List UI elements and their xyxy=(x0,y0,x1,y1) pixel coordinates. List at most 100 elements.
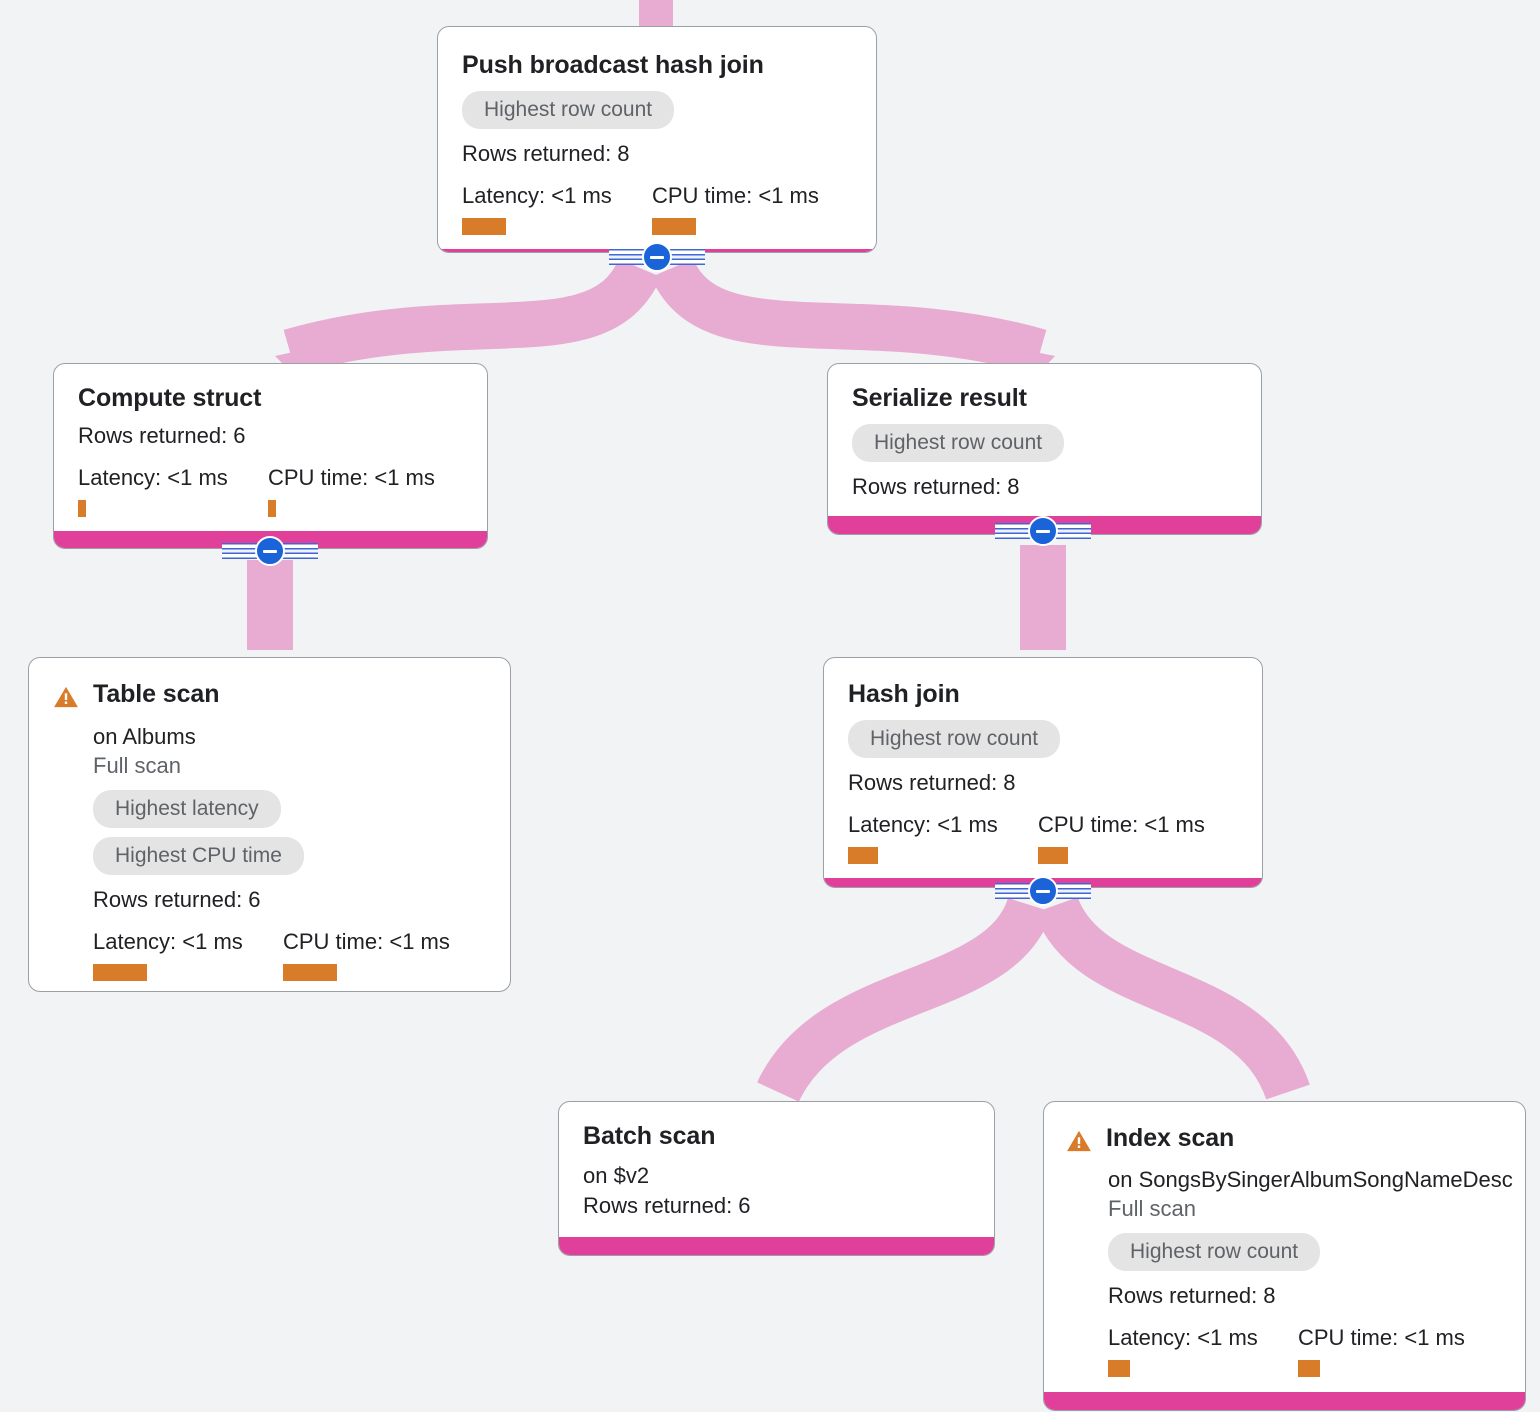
minus-icon[interactable] xyxy=(1028,876,1058,906)
metrics-row: Latency: <1 ms CPU time: <1 ms xyxy=(78,465,463,517)
node-title: Index scan xyxy=(1106,1124,1235,1152)
node-body: Hash join Highest row count Rows returne… xyxy=(824,658,1262,878)
node-body: Push broadcast hash join Highest row cou… xyxy=(438,27,876,249)
warning-icon xyxy=(1066,1128,1092,1154)
node-body: Serialize result Highest row count Rows … xyxy=(828,364,1261,516)
metric-cpu-time: CPU time: <1 ms xyxy=(652,183,819,235)
rows-returned: Rows returned: 8 xyxy=(462,140,630,166)
cpu-time-label: CPU time: <1 ms xyxy=(652,183,819,209)
node-body: Batch scan on $v2 Rows returned: 6 xyxy=(559,1102,994,1237)
metrics-row: Latency: <1 ms CPU time: <1 ms xyxy=(462,183,852,235)
badge-highest-cpu-time: Highest CPU time xyxy=(93,836,304,876)
metrics-row: Latency: <1 ms CPU time: <1 ms xyxy=(93,929,486,981)
plan-node-serialize-result[interactable]: Serialize result Highest row count Rows … xyxy=(827,363,1262,535)
latency-bar xyxy=(1108,1359,1130,1377)
latency-bar xyxy=(78,499,86,517)
badge-highest-row-count: Highest row count xyxy=(852,423,1065,462)
latency-label: Latency: <1 ms xyxy=(1108,1325,1258,1351)
cpu-time-label: CPU time: <1 ms xyxy=(268,465,435,491)
plan-node-batch-scan[interactable]: Batch scan on $v2 Rows returned: 6 xyxy=(558,1101,995,1256)
node-footer-bar xyxy=(29,990,510,991)
latency-label: Latency: <1 ms xyxy=(93,929,243,955)
cpu-time-label: CPU time: <1 ms xyxy=(1038,812,1205,838)
node-body: Table scan on Albums Full scan Highest l… xyxy=(29,658,510,991)
latency-label: Latency: <1 ms xyxy=(78,465,228,491)
badge-highest-row-count: Highest row count xyxy=(1108,1232,1321,1271)
metric-latency: Latency: <1 ms xyxy=(848,812,1038,864)
plan-node-index-scan[interactable]: Index scan on SongsBySingerAlbumSongName… xyxy=(1043,1101,1526,1411)
latency-bar xyxy=(848,846,878,864)
metric-latency: Latency: <1 ms xyxy=(93,929,283,981)
cpu-time-bar xyxy=(652,217,696,235)
badge-highest-latency: Highest latency xyxy=(93,789,281,828)
plan-node-compute-struct[interactable]: Compute struct Rows returned: 6 Latency:… xyxy=(53,363,488,549)
node-title-row: Serialize result xyxy=(852,384,1027,413)
edge-root-to-serialize-result xyxy=(650,257,1047,375)
edge-hash-join-to-index-scan xyxy=(1034,895,1310,1101)
minus-icon[interactable] xyxy=(1028,516,1058,546)
node-title-row: Batch scan xyxy=(583,1122,715,1151)
cpu-time-label: CPU time: <1 ms xyxy=(1298,1325,1465,1351)
node-title: Hash join xyxy=(848,680,960,708)
node-title-row: Table scan xyxy=(53,680,219,710)
rows-returned: Rows returned: 6 xyxy=(78,422,246,448)
cpu-time-bar xyxy=(1038,846,1068,864)
node-title-row: Index scan xyxy=(1066,1124,1234,1154)
node-subtitle: on Albums xyxy=(93,724,196,749)
node-footer-bar xyxy=(1044,1392,1525,1410)
cpu-time-label: CPU time: <1 ms xyxy=(283,929,450,955)
node-body: Index scan on SongsBySingerAlbumSongName… xyxy=(1044,1102,1525,1392)
node-body: Compute struct Rows returned: 6 Latency:… xyxy=(54,364,487,531)
edge-hash-join-to-batch-scan xyxy=(757,896,1052,1103)
node-title-row: Compute struct xyxy=(78,384,261,413)
node-title-row: Hash join xyxy=(848,680,960,709)
metric-cpu-time: CPU time: <1 ms xyxy=(268,465,435,517)
metric-cpu-time: CPU time: <1 ms xyxy=(283,929,450,981)
metrics-row: Latency: <1 ms CPU time: <1 ms xyxy=(848,812,1238,864)
node-detail-group: on SongsBySingerAlbumSongNameDesc Full s… xyxy=(1066,1156,1513,1377)
collapse-toggle-hash-join[interactable] xyxy=(995,876,1091,906)
minus-icon[interactable] xyxy=(642,242,672,272)
metric-cpu-time: CPU time: <1 ms xyxy=(1038,812,1205,864)
node-detail-group: on Albums Full scan Highest latency High… xyxy=(53,712,486,981)
metrics-row: Latency: <1 ms CPU time: <1 ms xyxy=(1108,1325,1505,1377)
metric-cpu-time: CPU time: <1 ms xyxy=(1298,1325,1465,1377)
node-title-row: Push broadcast hash join xyxy=(462,51,764,80)
cpu-time-bar xyxy=(268,499,276,517)
cpu-time-bar xyxy=(1298,1359,1320,1377)
edge-root-to-compute-struct xyxy=(283,257,662,375)
collapse-toggle-push-broadcast-hash-join[interactable] xyxy=(609,242,705,272)
scan-type: Full scan xyxy=(1108,1196,1197,1222)
metric-latency: Latency: <1 ms xyxy=(78,465,268,517)
collapse-toggle-compute-struct[interactable] xyxy=(222,536,318,566)
plan-node-table-scan[interactable]: Table scan on Albums Full scan Highest l… xyxy=(28,657,511,992)
node-title: Batch scan xyxy=(583,1122,716,1150)
latency-label: Latency: <1 ms xyxy=(462,183,612,209)
plan-node-hash-join[interactable]: Hash join Highest row count Rows returne… xyxy=(823,657,1263,888)
rows-returned: Rows returned: 8 xyxy=(852,473,1020,499)
node-title: Table scan xyxy=(93,680,220,708)
rows-returned: Rows returned: 8 xyxy=(1108,1282,1276,1308)
cpu-time-bar xyxy=(283,963,337,981)
scan-type: Full scan xyxy=(93,753,182,779)
latency-label: Latency: <1 ms xyxy=(848,812,998,838)
minus-icon[interactable] xyxy=(255,536,285,566)
rows-returned: Rows returned: 6 xyxy=(583,1192,751,1218)
plan-node-push-broadcast-hash-join[interactable]: Push broadcast hash join Highest row cou… xyxy=(437,26,877,253)
latency-bar xyxy=(462,217,506,235)
badge-highest-row-count: Highest row count xyxy=(848,719,1061,758)
node-subtitle: on $v2 xyxy=(583,1162,650,1188)
node-title: Compute struct xyxy=(78,384,262,412)
metric-latency: Latency: <1 ms xyxy=(1108,1325,1298,1377)
latency-bar xyxy=(93,963,147,981)
node-footer-bar xyxy=(559,1237,994,1255)
warning-icon xyxy=(53,684,79,710)
metric-latency: Latency: <1 ms xyxy=(462,183,652,235)
node-title: Serialize result xyxy=(852,384,1027,412)
node-title: Push broadcast hash join xyxy=(462,51,764,79)
collapse-toggle-serialize-result[interactable] xyxy=(995,516,1091,546)
node-subtitle: on SongsBySingerAlbumSongNameDesc xyxy=(1108,1167,1513,1192)
badge-highest-row-count: Highest row count xyxy=(462,90,675,129)
rows-returned: Rows returned: 8 xyxy=(848,769,1016,795)
